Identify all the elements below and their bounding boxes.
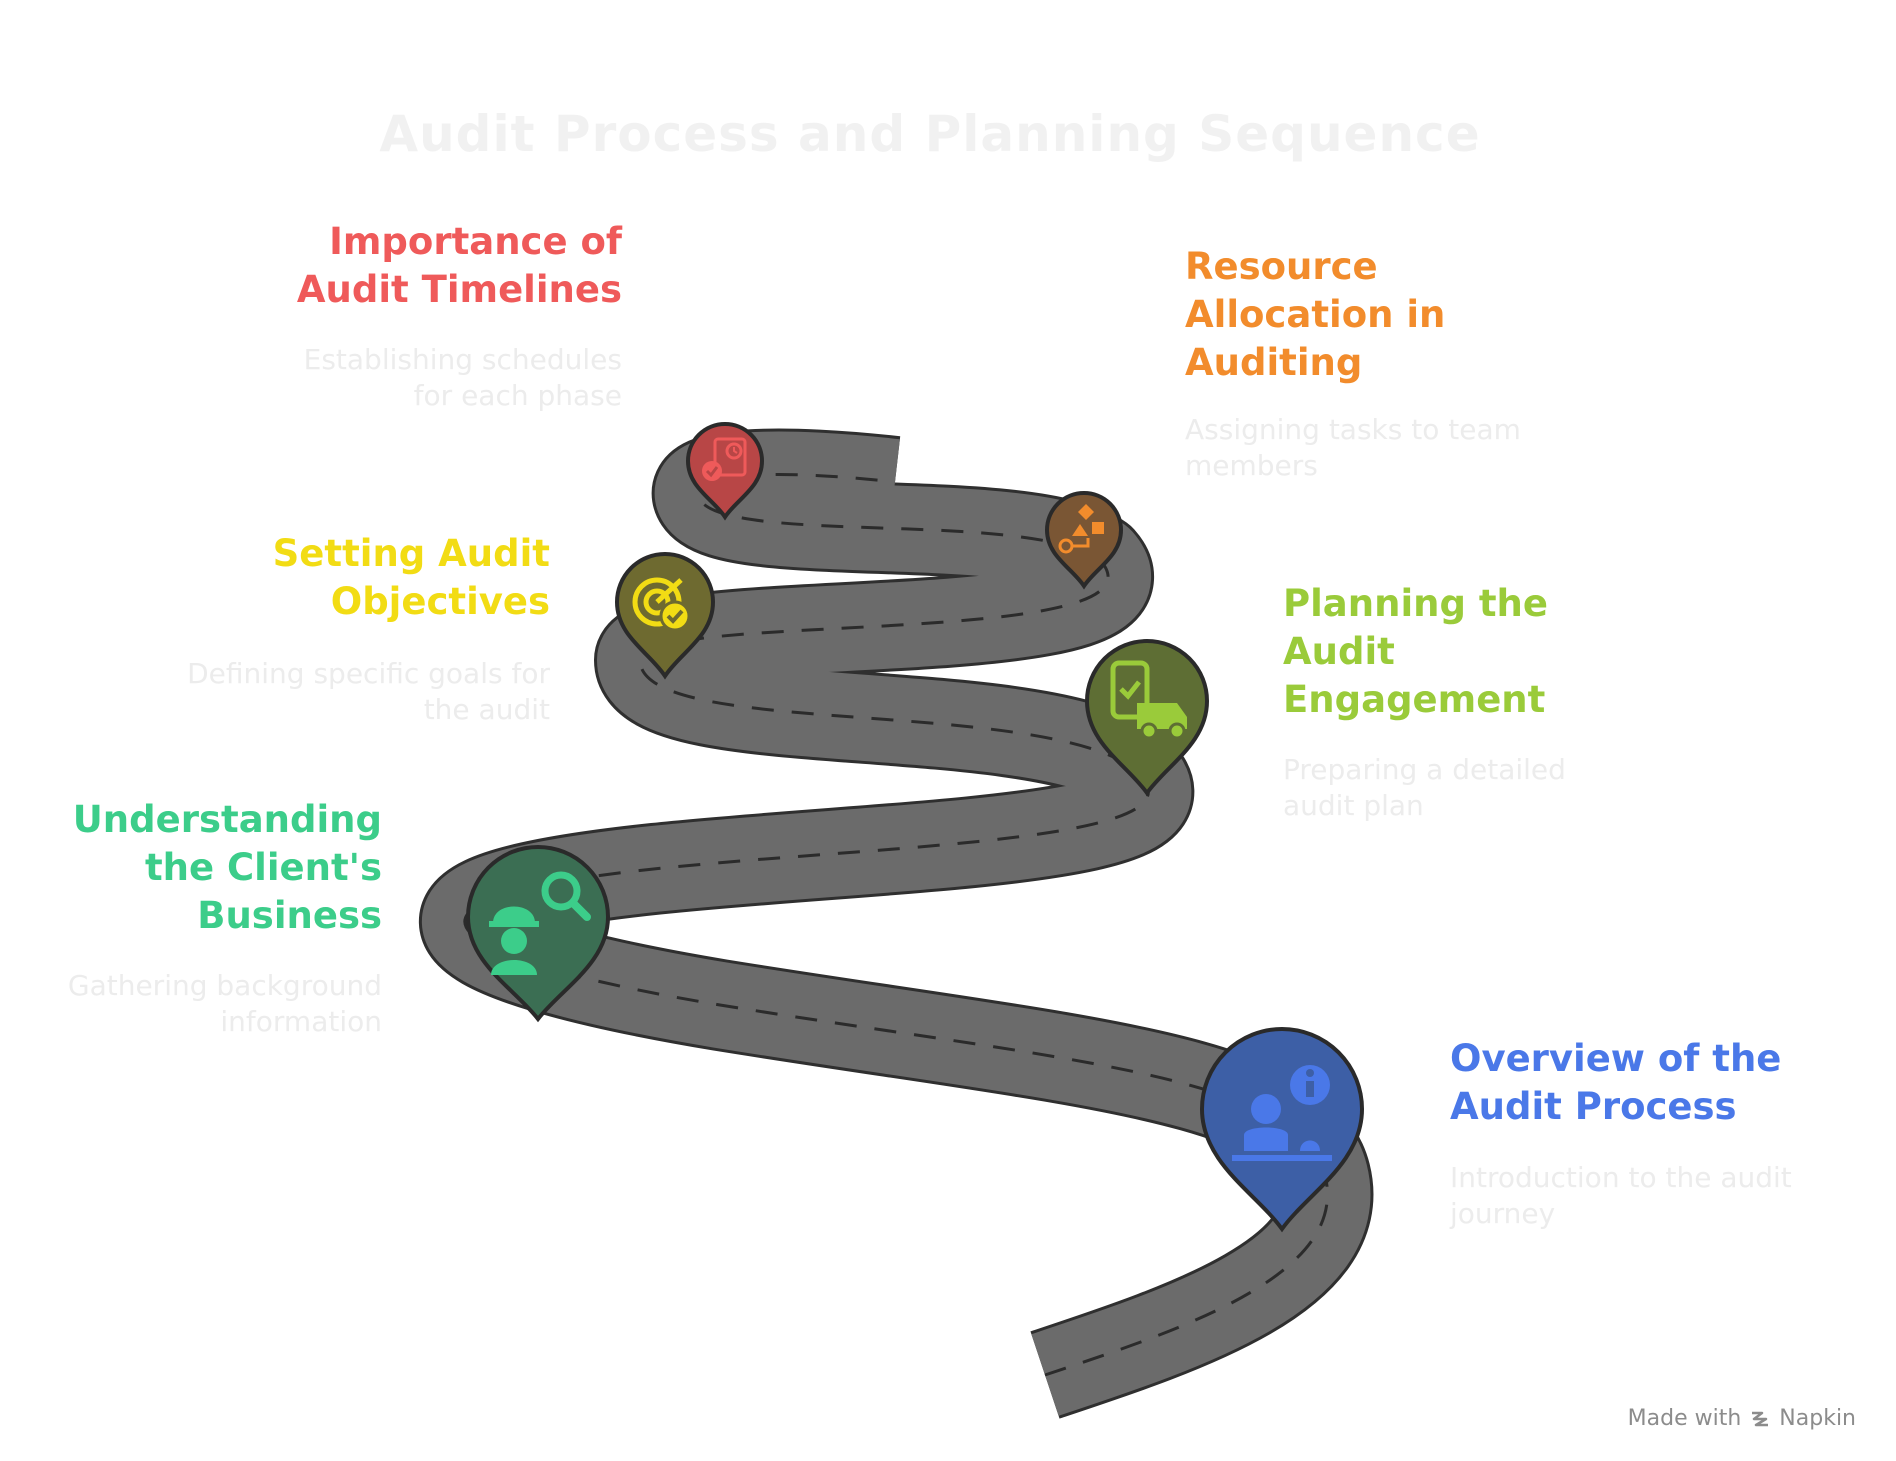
diagram-title: Audit Process and Planning Sequence	[379, 105, 1481, 163]
pin-understanding[interactable]	[463, 843, 613, 1023]
step-desc-resources: Assigning tasks to team members	[1185, 413, 1521, 482]
step-desc-timelines: Establishing schedules for each phase	[303, 343, 622, 412]
step-title-resources: Resource Allocation in Auditing	[1185, 245, 1446, 384]
shapes-icon	[1058, 504, 1104, 554]
step-title-overview: Overview of the Audit Process	[1450, 1037, 1782, 1128]
step-title-timelines: Importance of Audit Timelines	[296, 220, 622, 311]
pin-shape	[1199, 1027, 1365, 1233]
step-title-objectives: Setting Audit Objectives	[272, 532, 550, 623]
step-title-understanding: Understanding the Client's Business	[72, 798, 382, 937]
pin-shape	[465, 845, 611, 1023]
pin-objectives[interactable]	[613, 552, 717, 680]
step-desc-planning: Preparing a detailed audit plan	[1283, 753, 1566, 822]
target-check-icon	[632, 577, 691, 632]
step-desc-understanding: Gathering background information	[67, 969, 382, 1038]
presenter-info-icon	[1232, 1065, 1332, 1161]
napkin-logo-icon	[1752, 1411, 1769, 1426]
pin-resources[interactable]	[1044, 490, 1124, 590]
pin-overview[interactable]	[1196, 1023, 1368, 1233]
step-desc-overview: Introduction to the audit journey	[1450, 1161, 1792, 1230]
made-with-footer[interactable]: Made with Napkin	[1628, 1406, 1856, 1431]
made-with-label: Made with	[1627, 1406, 1742, 1431]
napkin-brand: Napkin	[1779, 1406, 1856, 1431]
phone-truck-icon	[1110, 660, 1187, 740]
pin-timelines[interactable]	[685, 421, 765, 521]
step-title-planning: Planning the Audit Engagement	[1283, 582, 1548, 721]
step-desc-objectives: Defining specific goals for the audit	[187, 657, 550, 726]
pin-planning[interactable]	[1083, 637, 1211, 797]
worker-search-icon	[489, 871, 591, 975]
pin-shape	[1044, 491, 1124, 590]
document-clock-icon	[702, 437, 747, 481]
